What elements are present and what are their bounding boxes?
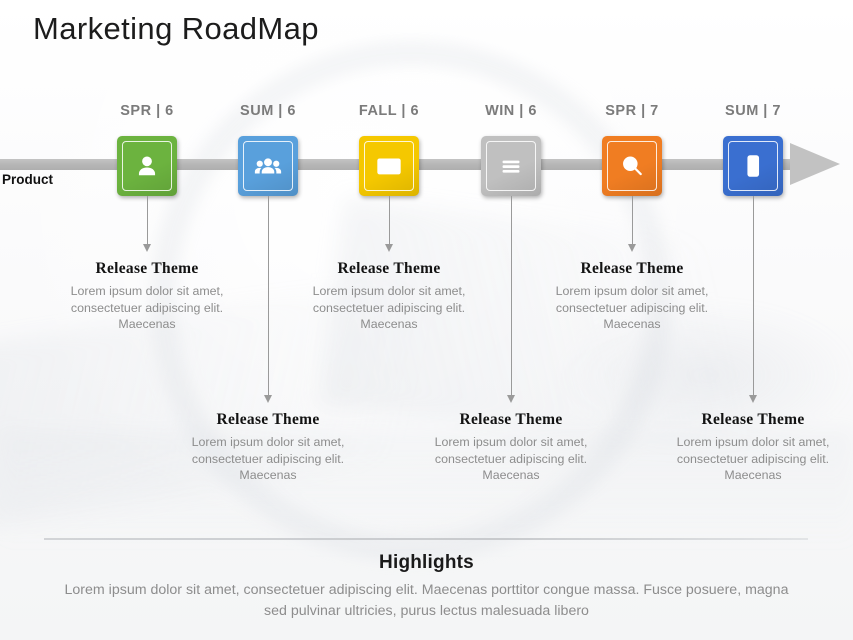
release-card-title: Release Theme (459, 411, 563, 428)
envelope-icon (364, 141, 414, 191)
release-card-body: Lorem ipsum dolor sit amet, consectetuer… (676, 435, 830, 482)
connector-arrow-icon (385, 244, 393, 252)
milestone-connector (753, 196, 754, 395)
connector-arrow-icon (264, 395, 272, 403)
milestone-tile-4[interactable] (481, 136, 541, 196)
release-card-title: Release Theme (337, 260, 441, 277)
milestone-period-label: WIN | 6 (485, 103, 537, 119)
right-arrow-icon (790, 143, 840, 185)
milestone-period-label: SUM | 7 (725, 103, 781, 119)
release-card-body: Lorem ipsum dolor sit amet, consectetuer… (555, 284, 709, 331)
milestone-period-label: SPR | 6 (120, 103, 174, 119)
milestone-tile-1[interactable] (117, 136, 177, 196)
connector-arrow-icon (143, 244, 151, 252)
release-card-body: Lorem ipsum dolor sit amet, consectetuer… (434, 435, 588, 482)
highlights-body: Lorem ipsum dolor sit amet, consectetuer… (64, 582, 789, 619)
milestone-period-label: FALL | 6 (358, 103, 420, 119)
milestone-connector (147, 196, 148, 244)
product-axis-label: Product (2, 172, 54, 187)
release-card-title: Release Theme (701, 411, 805, 428)
milestone-tile-6[interactable] (723, 136, 783, 196)
release-card-body: Lorem ipsum dolor sit amet, consectetuer… (70, 284, 224, 331)
highlights-divider (44, 538, 808, 540)
search-icon (607, 141, 657, 191)
release-card-body: Lorem ipsum dolor sit amet, consectetuer… (191, 435, 345, 482)
milestone-period-label: SPR | 7 (605, 103, 659, 119)
mobile-phone-icon (728, 141, 778, 191)
connector-arrow-icon (749, 395, 757, 403)
connector-arrow-icon (507, 395, 515, 403)
milestone-connector (268, 196, 269, 395)
milestone-connector (632, 196, 633, 244)
milestone-period-label: SUM | 6 (240, 103, 296, 119)
milestone-tile-5[interactable] (602, 136, 662, 196)
people-group-icon (243, 141, 293, 191)
milestone-tile-2[interactable] (238, 136, 298, 196)
milestone-connector (389, 196, 390, 244)
release-card-title: Release Theme (216, 411, 320, 428)
person-icon (122, 141, 172, 191)
release-card-body: Lorem ipsum dolor sit amet, consectetuer… (312, 284, 466, 331)
menu-lines-icon (486, 141, 536, 191)
release-card-title: Release Theme (95, 260, 199, 277)
release-card-title: Release Theme (580, 260, 684, 277)
page-title: Marketing RoadMap (33, 11, 319, 46)
highlights-title: Highlights (379, 552, 474, 573)
connector-arrow-icon (628, 244, 636, 252)
milestone-connector (511, 196, 512, 395)
milestone-tile-3[interactable] (359, 136, 419, 196)
